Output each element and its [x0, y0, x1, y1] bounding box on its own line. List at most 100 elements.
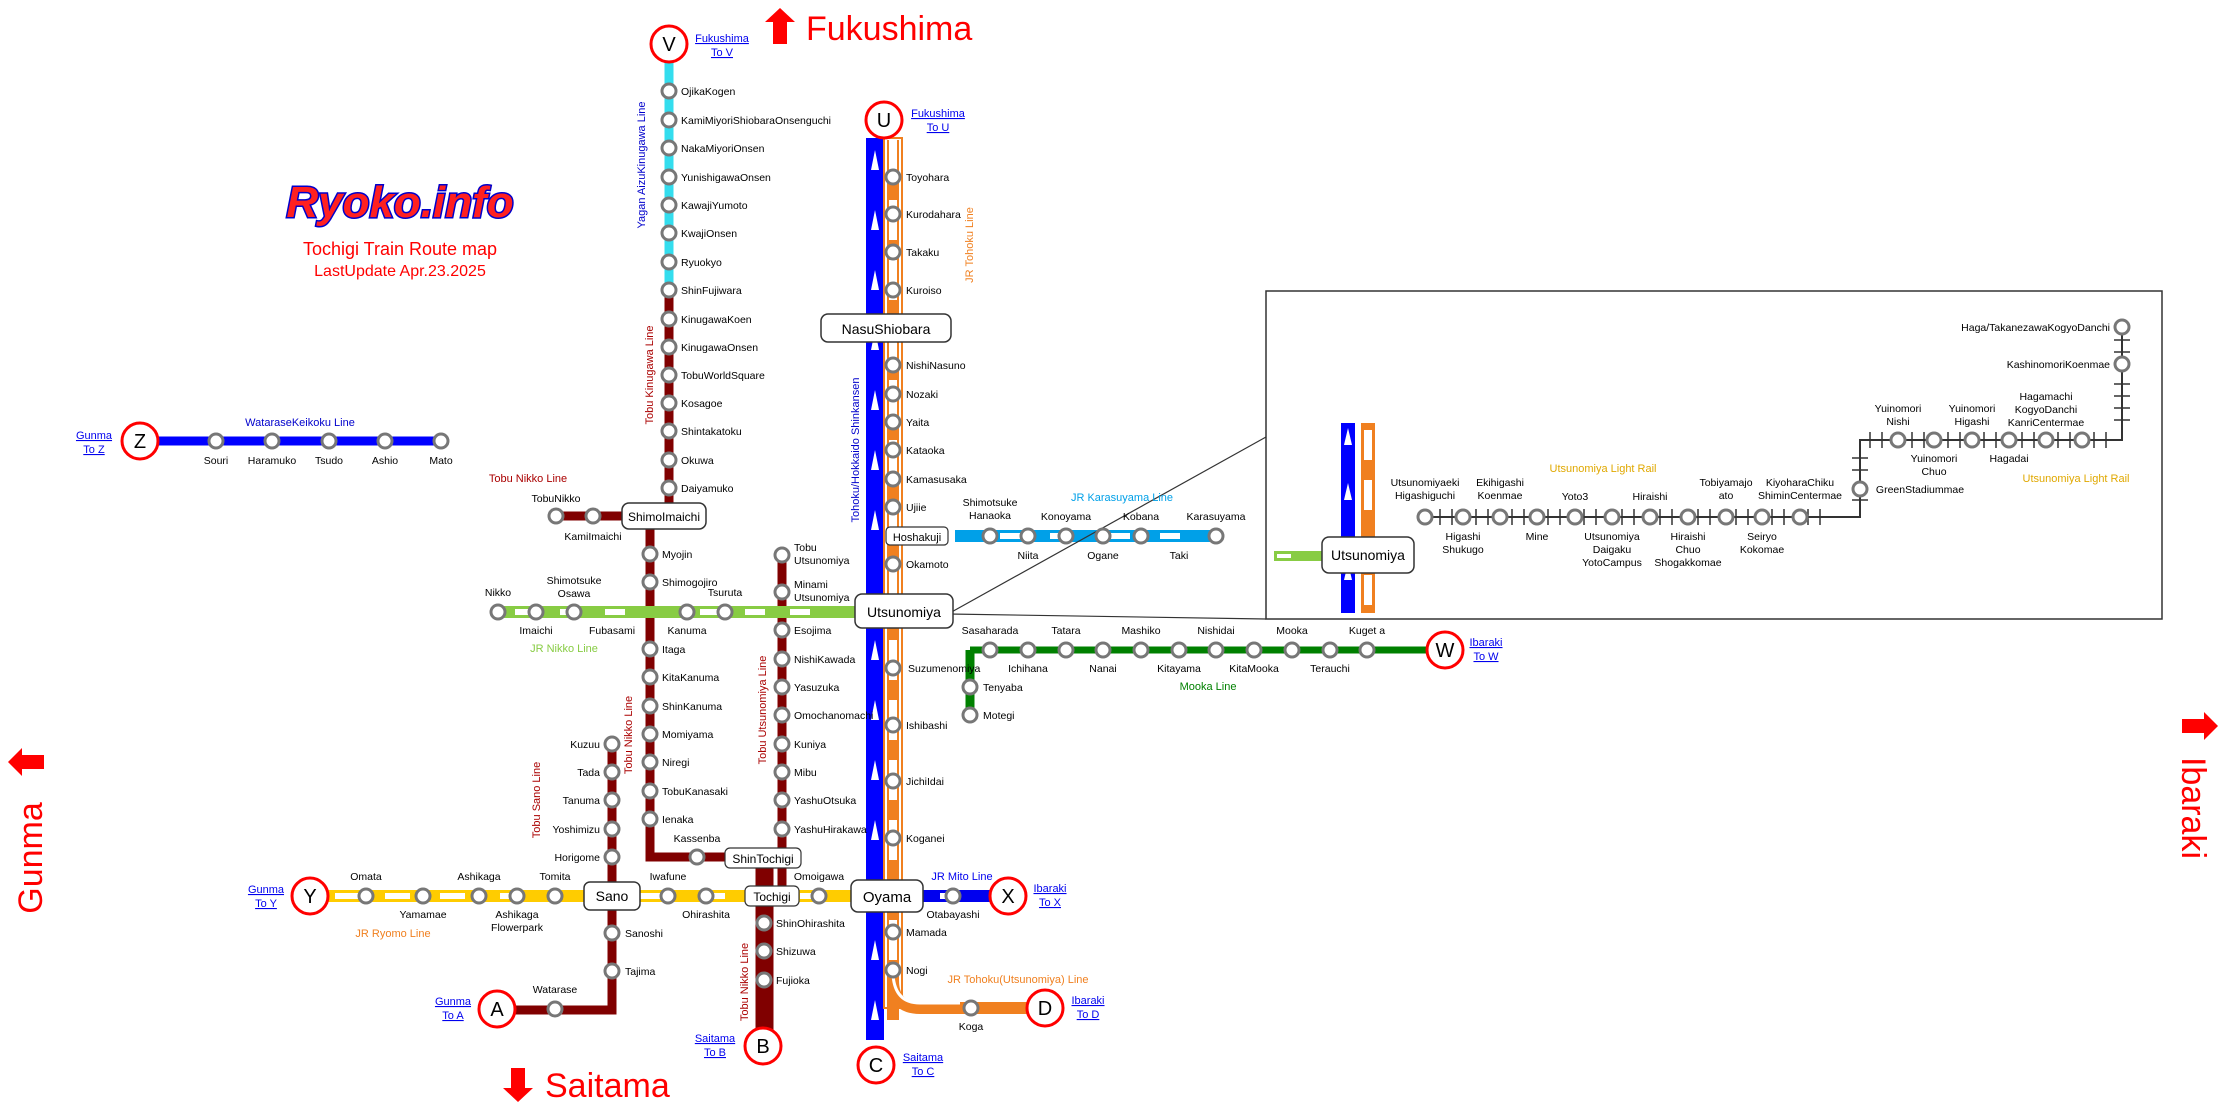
arrow-left-icon: [8, 748, 44, 776]
link-b-2: To B: [704, 1047, 726, 1059]
svg-text:Tatara: Tatara: [1051, 625, 1080, 637]
svg-text:KitaMooka: KitaMooka: [1229, 663, 1279, 675]
svg-text:TobuNikko: TobuNikko: [531, 493, 580, 505]
svg-text:Karasuyama: Karasuyama: [1187, 511, 1246, 523]
direction-arrows: Fukushima Saitama Gunma Ibaraki: [8, 8, 2218, 1105]
svg-text:JR Nikko Line: JR Nikko Line: [530, 643, 598, 655]
hub-tochigi: Tochigi: [753, 890, 790, 904]
hub-utsunomiya: Utsunomiya: [867, 604, 941, 620]
station-labels: OjikaKogen KamiMiyoriShiobaraOnsenguchi …: [204, 86, 2110, 1033]
svg-text:Shizuwa: Shizuwa: [776, 946, 816, 958]
svg-text:YashuHirakawa: YashuHirakawa: [794, 824, 867, 836]
dir-west: Gunma: [12, 802, 50, 914]
header: Ryoko.info Tochigi Train Route map LastU…: [285, 177, 515, 281]
svg-text:Nanai: Nanai: [1089, 663, 1116, 675]
svg-text:NishiNasuno: NishiNasuno: [906, 360, 966, 372]
svg-text:Tsuruta: Tsuruta: [708, 587, 743, 599]
svg-text:Tajima: Tajima: [625, 966, 656, 978]
svg-text:Kuroiso: Kuroiso: [906, 285, 942, 297]
svg-text:Imaichi: Imaichi: [519, 625, 552, 637]
svg-text:GreenStadiummae: GreenStadiummae: [1876, 484, 1964, 496]
terminal-u: U: [877, 110, 891, 132]
svg-text:Takaku: Takaku: [906, 247, 939, 259]
terminal-v: V: [662, 34, 676, 56]
svg-text:Daiyamuko: Daiyamuko: [681, 483, 734, 495]
link-y-1: Gunma: [248, 884, 285, 896]
svg-text:Mooka: Mooka: [1276, 625, 1308, 637]
svg-text:Mine: Mine: [1526, 531, 1549, 543]
svg-text:Ujiie: Ujiie: [906, 502, 927, 514]
svg-text:Tomita: Tomita: [540, 871, 571, 883]
svg-text:Sasaharada: Sasaharada: [962, 625, 1019, 637]
svg-text:Okuwa: Okuwa: [681, 455, 714, 467]
link-v-1: Fukushima: [695, 33, 750, 45]
svg-text:Terauchi: Terauchi: [1310, 663, 1350, 675]
svg-text:Taki: Taki: [1170, 550, 1189, 562]
shinkansen-line: [866, 138, 884, 1040]
svg-text:Utsunomiya Light Rail: Utsunomiya Light Rail: [2023, 473, 2130, 485]
svg-text:Yaita: Yaita: [906, 417, 929, 429]
svg-text:Fubasami: Fubasami: [589, 625, 635, 637]
link-v-2: To V: [711, 47, 734, 59]
svg-text:YunishigawaOnsen: YunishigawaOnsen: [681, 172, 771, 184]
svg-text:Kurodahara: Kurodahara: [906, 209, 961, 221]
link-d-2: To D: [1077, 1009, 1100, 1021]
svg-text:Suzumenomiya: Suzumenomiya: [908, 663, 981, 675]
terminal-a: A: [490, 999, 504, 1021]
svg-text:Ogane: Ogane: [1087, 550, 1119, 562]
light-rail-inset: [947, 290, 2163, 620]
dir-south: Saitama: [545, 1067, 670, 1105]
svg-text:Kobana: Kobana: [1123, 511, 1159, 523]
svg-text:Kuget a: Kuget a: [1349, 625, 1385, 637]
dir-north: Fukushima: [806, 10, 972, 48]
link-y-2: To Y: [255, 898, 277, 910]
hub-shintochigi: ShinTochigi: [732, 852, 793, 866]
svg-text:Tobu Utsunomiya Line: Tobu Utsunomiya Line: [757, 656, 769, 765]
svg-text:Ishibashi: Ishibashi: [906, 720, 947, 732]
hub-oyama: Oyama: [863, 889, 912, 906]
svg-text:JR Tohoku Line: JR Tohoku Line: [964, 207, 976, 283]
svg-text:Ashio: Ashio: [372, 455, 398, 467]
svg-text:Otabayashi: Otabayashi: [926, 909, 979, 921]
svg-text:Souri: Souri: [204, 455, 229, 467]
svg-text:Omochanomachi: Omochanomachi: [794, 710, 873, 722]
hub-nasushiobara: NasuShiobara: [842, 321, 931, 337]
svg-text:Shintakatoku: Shintakatoku: [681, 426, 742, 438]
svg-text:Haga/TakanezawaKogyoDanchi: Haga/TakanezawaKogyoDanchi: [1961, 322, 2110, 334]
arrow-down-icon: [503, 1068, 533, 1102]
svg-text:Sanoshi: Sanoshi: [625, 928, 663, 940]
svg-text:Kamasusaka: Kamasusaka: [906, 474, 967, 486]
svg-text:Tsudo: Tsudo: [315, 455, 343, 467]
svg-text:JR Mito Line: JR Mito Line: [931, 871, 992, 883]
terminal-w: W: [1436, 640, 1455, 662]
arrow-right-icon: [2182, 712, 2218, 740]
svg-text:Ashikaga: Ashikaga: [457, 871, 500, 883]
svg-text:ShinOhirashita: ShinOhirashita: [776, 918, 845, 930]
svg-text:Omoigawa: Omoigawa: [794, 871, 844, 883]
svg-text:Hiraishi: Hiraishi: [1632, 491, 1667, 503]
svg-text:Tobu Sano Line: Tobu Sano Line: [531, 762, 543, 838]
hub-shimoimaichi: ShimoImaichi: [628, 510, 700, 524]
svg-text:Ryuokyo: Ryuokyo: [681, 257, 722, 269]
link-c-2: To C: [912, 1066, 935, 1078]
hub-stations[interactable]: NasuShiobara ShimoImaichi Utsunomiya Hos…: [583, 313, 1415, 913]
svg-text:YashuOtsuka: YashuOtsuka: [794, 795, 856, 807]
svg-text:Kuniya: Kuniya: [794, 739, 826, 751]
svg-text:KwajiOnsen: KwajiOnsen: [681, 228, 737, 240]
svg-text:ShinKanuma: ShinKanuma: [662, 701, 722, 713]
svg-text:Yoto3: Yoto3: [1562, 491, 1589, 503]
